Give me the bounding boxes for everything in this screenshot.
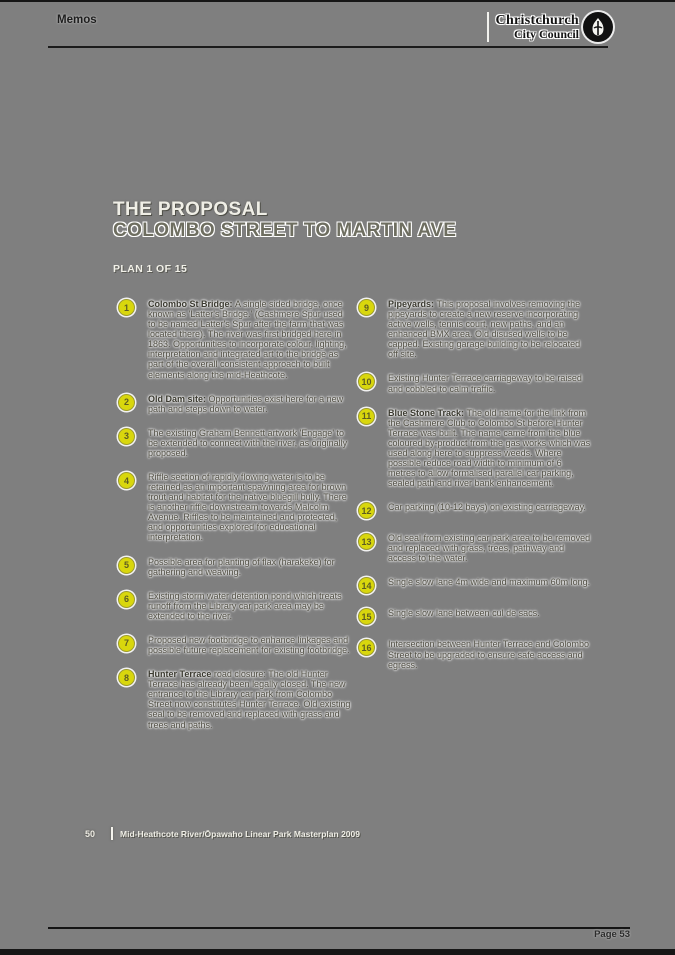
list-item: 2 Old Dam site: Opportunities exist here… — [118, 393, 354, 414]
council-emblem-icon — [583, 12, 613, 42]
item-number-badge: 11 — [358, 407, 375, 425]
footer-page-number: 50 — [85, 828, 96, 839]
item-number-badge: 7 — [118, 634, 135, 652]
item-number-badge: 12 — [358, 502, 375, 520]
items-column-right: 9 Pipeyards: This proposal involves remo… — [358, 299, 594, 684]
list-item: 3 The existing Graham Bennett artwork 'E… — [118, 427, 354, 458]
item-body-text: Opportunities exist here for a new path … — [148, 393, 344, 414]
item-text: Possible area for planting of flax (hara… — [148, 557, 351, 577]
item-number-badge: 1 — [118, 299, 135, 316]
bottom-divider — [48, 927, 630, 929]
item-body-text: Proposed new footbridge to enhance linka… — [148, 634, 350, 656]
item-bold-lead: Hunter Terrace — [148, 669, 214, 680]
item-number-badge: 14 — [358, 577, 375, 595]
item-text: Existing Hunter Terrace carriageway to b… — [388, 373, 591, 393]
list-item: 13 Old seal from existing car park area … — [358, 533, 594, 563]
item-body-text: Old seal from existing car park area to … — [388, 533, 591, 564]
item-text: Colombo St Bridge: A single sided bridge… — [148, 299, 351, 380]
logo-text: Christchurch City Council — [495, 13, 579, 41]
footer-separator — [111, 827, 114, 840]
item-body-text: A single sided bridge, once known as 'La… — [148, 299, 347, 380]
header-divider — [48, 46, 608, 48]
item-number-badge: 9 — [358, 299, 375, 316]
item-text: Pipeyards: This proposal involves removi… — [388, 299, 591, 359]
list-item: 4 Riffle section of rapidly flowing wate… — [118, 472, 354, 543]
item-text: The existing Graham Bennett artwork 'Eng… — [148, 428, 351, 458]
item-text: Old seal from existing car park area to … — [388, 533, 591, 563]
logo-separator — [486, 12, 489, 42]
memos-label: Memos — [57, 14, 97, 26]
item-text: Single slow lane 4m wide and maximum 60m… — [388, 577, 591, 587]
item-bold-lead: Colombo St Bridge: — [148, 299, 235, 309]
item-body-text: Intersection between Hunter Terrace and … — [388, 639, 589, 670]
item-number-badge: 13 — [358, 533, 375, 551]
item-text: Riffle section of rapidly flowing water … — [148, 472, 351, 543]
item-body-text: This proposal involves removing the pipe… — [388, 299, 581, 360]
item-body-text: Existing storm water detention pond whic… — [148, 590, 342, 621]
list-item: 12 Car parking (10-12 bays) on existing … — [358, 502, 594, 520]
item-text: Intersection between Hunter Terrace and … — [388, 639, 591, 669]
item-body-text: road closure: The old Hunter Terrace has… — [148, 669, 351, 730]
item-text: Existing storm water detention pond whic… — [148, 591, 351, 621]
item-text: Proposed new footbridge to enhance linka… — [148, 635, 351, 655]
page-subtitle: COLOMBO STREET TO MARTIN AVE — [113, 219, 457, 241]
page-title: THE PROPOSAL — [113, 199, 268, 220]
item-text: Hunter Terrace road closure: The old Hun… — [148, 669, 351, 729]
item-number-badge: 5 — [118, 556, 135, 574]
item-body-text: Single slow lane 4m wide and maximum 60m… — [388, 577, 591, 588]
list-item: 8 Hunter Terrace road closure: The old H… — [118, 669, 354, 730]
top-edge-bar — [0, 0, 675, 2]
item-text: Single slow lane between cul de sacs. — [388, 608, 591, 618]
list-item: 16 Intersection between Hunter Terrace a… — [358, 639, 594, 670]
list-item: 15 Single slow lane between cul de sacs. — [358, 608, 594, 626]
item-number-badge: 10 — [358, 373, 375, 391]
item-number-badge: 2 — [118, 393, 135, 411]
item-number-badge: 4 — [118, 472, 135, 490]
list-item: 6 Existing storm water detention pond wh… — [118, 590, 354, 621]
christchurch-city-council-logo: Christchurch City Council — [486, 12, 613, 42]
footer-source-title: Mid-Heathcote River/Ōpawaho Linear Park … — [120, 828, 360, 839]
item-text: Car parking (10-12 bays) on existing car… — [388, 502, 591, 512]
pdf-page-label: Page 53 — [594, 929, 630, 940]
title-block: THE PROPOSAL COLOMBO STREET TO MARTIN AV… — [113, 199, 457, 275]
item-text: Old Dam site: Opportunities exist here f… — [148, 394, 351, 414]
item-number-badge: 16 — [358, 639, 375, 657]
list-item: 7 Proposed new footbridge to enhance lin… — [118, 634, 354, 655]
list-item: 5 Possible area for planting of flax (ha… — [118, 556, 354, 577]
list-item: 10 Existing Hunter Terrace carriageway t… — [358, 373, 594, 394]
item-number-badge: 15 — [358, 608, 375, 626]
item-bold-lead: Pipeyards: — [388, 299, 437, 309]
item-number-badge: 8 — [118, 669, 135, 687]
item-body-text: Riffle section of rapidly flowing water … — [148, 472, 347, 543]
item-body-text: Possible area for planting of flax (hara… — [148, 556, 335, 577]
footer: 50 Mid-Heathcote River/Ōpawaho Linear Pa… — [85, 827, 360, 840]
item-bold-lead: Old Dam site: — [148, 393, 209, 404]
list-item: 9 Pipeyards: This proposal involves remo… — [358, 299, 594, 359]
list-item: 11 Blue Stone Track: The old name for th… — [358, 407, 594, 489]
logo-text-line1: Christchurch — [495, 13, 579, 28]
logo-text-line2: City Council — [513, 27, 579, 41]
items-column-left: 1 Colombo St Bridge: A single sided brid… — [118, 299, 354, 744]
item-bold-lead: Blue Stone Track: — [388, 407, 467, 418]
bottom-edge-bar — [0, 949, 675, 955]
item-body-text: Single slow lane between cul de sacs. — [388, 608, 540, 619]
item-body-text: The existing Graham Bennett artwork 'Eng… — [148, 427, 348, 458]
item-number-badge: 6 — [118, 590, 135, 608]
item-number-badge: 3 — [118, 427, 135, 445]
item-body-text: Existing Hunter Terrace carriageway to b… — [388, 373, 582, 394]
item-body-text: The old name for the link from the Cashm… — [388, 407, 591, 489]
list-item: 1 Colombo St Bridge: A single sided brid… — [118, 299, 354, 380]
list-item: 14 Single slow lane 4m wide and maximum … — [358, 577, 594, 595]
plan-label: PLAN 1 OF 15 — [113, 262, 188, 275]
item-body-text: Car parking (10-12 bays) on existing car… — [388, 502, 586, 513]
item-text: Blue Stone Track: The old name for the l… — [388, 408, 591, 489]
